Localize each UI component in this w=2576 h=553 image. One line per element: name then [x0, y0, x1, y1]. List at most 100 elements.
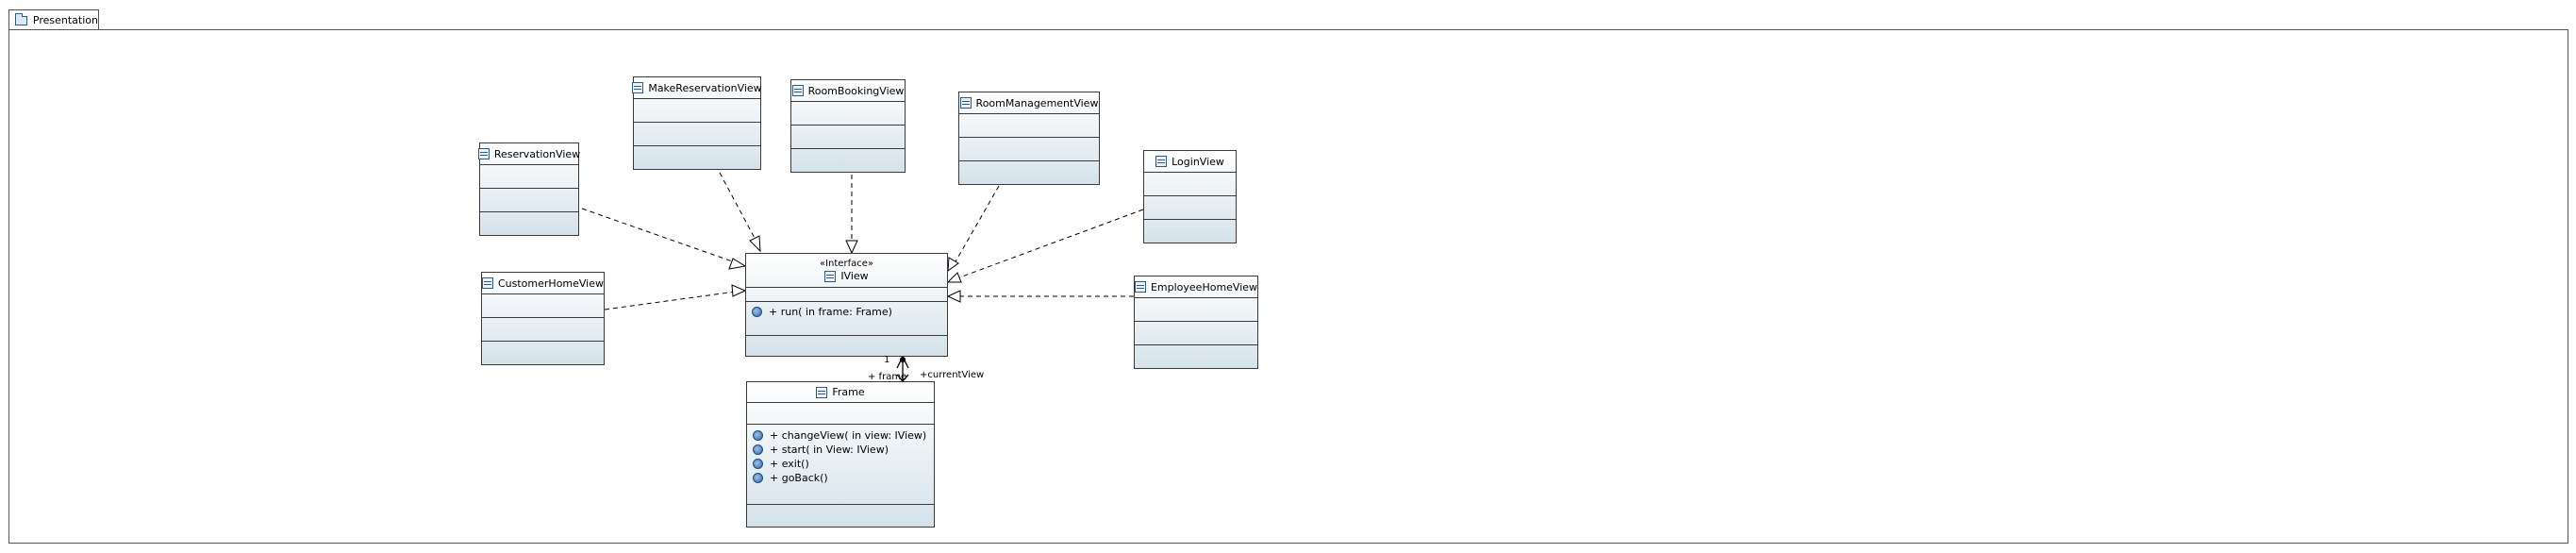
- realization-edge-customerhomeview: [604, 291, 737, 310]
- class-reservationview[interactable]: ReservationView: [477, 142, 581, 236]
- realization-arrowhead: [749, 235, 761, 253]
- class-name: IView: [840, 270, 869, 282]
- operation-run[interactable]: + run( in frame: Frame): [746, 305, 947, 319]
- attributes-compartment: [634, 99, 760, 123]
- association-role-frame: + frame: [868, 372, 907, 382]
- realization-arrowhead: [946, 290, 961, 303]
- class-name: RoomManagementView: [975, 96, 1099, 109]
- association-role-currentview: +currentView: [920, 370, 985, 380]
- class-makereservationview[interactable]: MakeReservationView: [632, 76, 762, 170]
- realization-edge-loginview: [954, 209, 1144, 280]
- attributes-compartment: [959, 114, 1099, 138]
- attributes-compartment: [1144, 173, 1236, 196]
- class-icon: [1155, 156, 1168, 167]
- operations-compartment: [1144, 196, 1236, 220]
- class-roombookingview[interactable]: RoomBookingView: [790, 79, 906, 173]
- attributes-compartment: [482, 294, 604, 318]
- association-multiplicity: 1: [884, 355, 890, 365]
- operations-compartment: [634, 123, 760, 146]
- operation-goback[interactable]: + goBack(): [747, 471, 934, 485]
- class-header: LoginView: [1144, 151, 1236, 173]
- class-icon: [1134, 281, 1146, 293]
- class-header: MakeReservationView: [632, 77, 762, 99]
- realization-arrowhead: [947, 257, 959, 273]
- class-header: Frame: [747, 382, 934, 403]
- class-name: Frame: [832, 386, 865, 398]
- class-customerhomeview[interactable]: CustomerHomeView: [481, 272, 605, 365]
- empty-compartment: [746, 336, 947, 356]
- attributes-compartment: [791, 102, 905, 126]
- operation-exit[interactable]: + exit(): [747, 457, 934, 471]
- realization-arrowhead: [946, 272, 962, 283]
- class-roommanagementview[interactable]: RoomManagementView: [958, 92, 1100, 185]
- empty-compartment: [1144, 220, 1236, 243]
- class-frame[interactable]: Frame + changeView( in view: IView) + st…: [746, 381, 935, 528]
- package-frame: [8, 29, 2568, 544]
- class-icon: [959, 97, 972, 109]
- class-name: RoomBookingView: [807, 84, 905, 97]
- operations-compartment: [1135, 322, 1257, 345]
- public-operation-icon: [753, 430, 763, 441]
- empty-compartment: [482, 342, 604, 364]
- class-header: ReservationView: [477, 143, 581, 165]
- realization-arrowhead: [731, 284, 747, 297]
- class-header: «Interface» IView: [746, 254, 947, 288]
- realization-arrowhead: [728, 258, 747, 270]
- class-header: CustomerHomeView: [481, 273, 605, 294]
- operation-label: + start( in View: IView): [770, 444, 889, 456]
- class-icon: [816, 386, 828, 398]
- realization-edge-makereservationview: [719, 172, 757, 243]
- operation-start[interactable]: + start( in View: IView): [747, 443, 934, 457]
- public-operation-icon: [753, 444, 763, 455]
- attributes-compartment: [480, 165, 578, 189]
- operation-label: + goBack(): [770, 472, 828, 484]
- operation-label: + changeView( in view: IView): [770, 429, 927, 442]
- operations-compartment: [959, 138, 1099, 161]
- attributes-compartment: [747, 403, 934, 425]
- operations-compartment: + run( in frame: Frame): [746, 302, 947, 336]
- realization-arrowhead: [845, 240, 858, 255]
- empty-compartment: [791, 149, 905, 172]
- interface-icon: [824, 270, 837, 282]
- class-name: ReservationView: [493, 147, 581, 160]
- class-employeehomeview[interactable]: EmployeeHomeView: [1134, 276, 1258, 369]
- class-name: LoginView: [1172, 155, 1224, 168]
- stereotype-label: «Interface»: [819, 259, 873, 269]
- empty-compartment: [480, 212, 578, 235]
- empty-compartment: [747, 505, 934, 527]
- operations-compartment: [791, 126, 905, 149]
- operation-label: + exit(): [770, 458, 809, 470]
- class-header: EmployeeHomeView: [1134, 276, 1258, 298]
- attributes-compartment: [746, 288, 947, 302]
- operations-compartment: [482, 318, 604, 342]
- package-name: Presentation: [32, 14, 98, 26]
- class-loginview[interactable]: LoginView: [1143, 150, 1237, 243]
- interface-iview[interactable]: «Interface» IView + run( in frame: Frame…: [745, 253, 948, 357]
- class-icon: [481, 277, 493, 289]
- class-name: MakeReservationView: [648, 81, 762, 94]
- operations-compartment: + changeView( in view: IView) + start( i…: [747, 425, 934, 505]
- public-operation-icon: [753, 459, 763, 469]
- attributes-compartment: [1135, 298, 1257, 322]
- class-icon: [477, 148, 490, 159]
- class-icon: [791, 85, 804, 96]
- class-header: RoomManagementView: [959, 92, 1099, 114]
- folder-icon: [14, 12, 27, 25]
- operation-changeview[interactable]: + changeView( in view: IView): [747, 428, 934, 443]
- operations-compartment: [480, 189, 578, 212]
- realization-edge-reservationview: [581, 208, 741, 265]
- class-name: EmployeeHomeView: [1150, 280, 1258, 293]
- empty-compartment: [634, 146, 760, 169]
- empty-compartment: [959, 161, 1099, 184]
- public-operation-icon: [752, 307, 762, 317]
- operation-label: + run( in frame: Frame): [769, 306, 892, 318]
- public-operation-icon: [753, 473, 763, 483]
- empty-compartment: [1135, 345, 1257, 368]
- package-tab[interactable]: Presentation: [8, 9, 99, 30]
- realization-edge-roommanagementview: [954, 185, 1000, 264]
- class-name: CustomerHomeView: [497, 276, 605, 290]
- association-end-dot: [900, 357, 906, 362]
- class-header: RoomBookingView: [791, 80, 905, 102]
